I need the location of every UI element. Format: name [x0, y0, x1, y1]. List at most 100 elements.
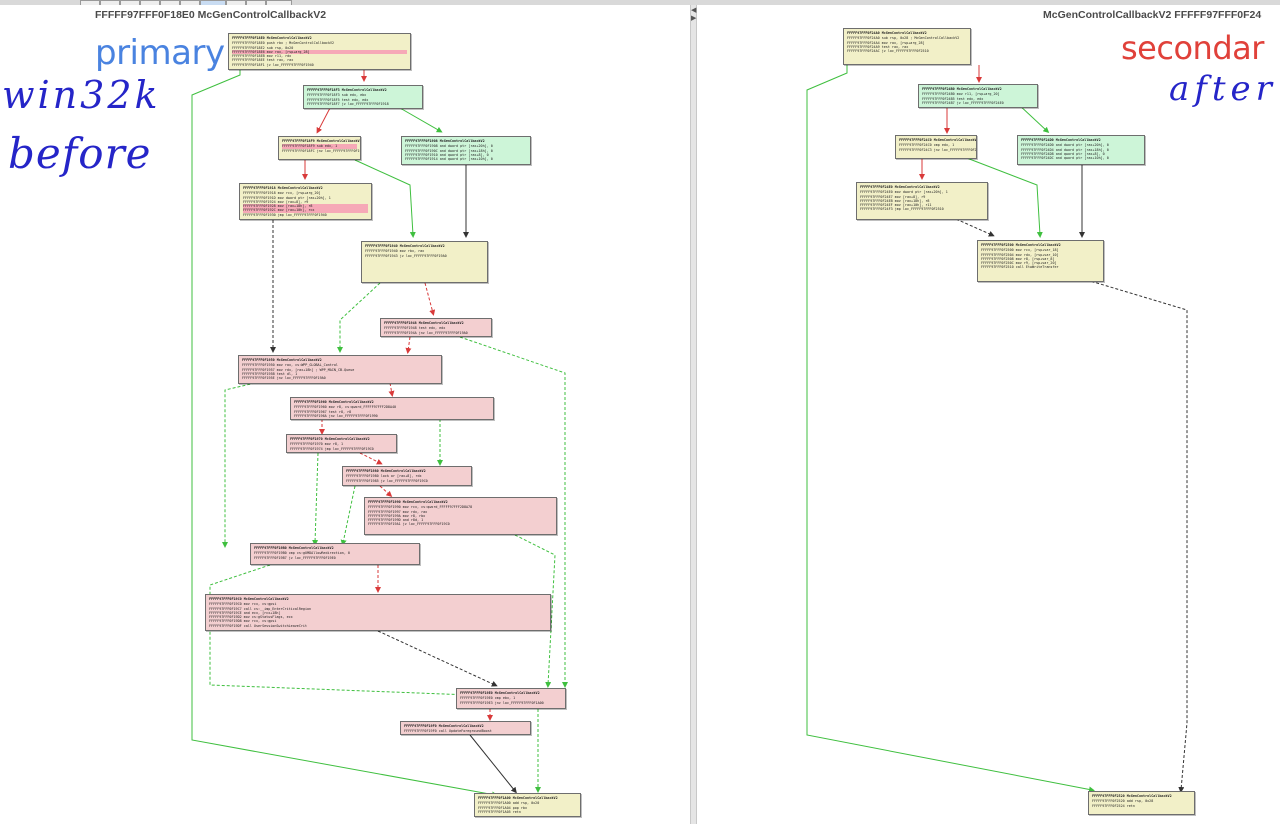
- code-line: FFFFF97FFF0F18F3 sub edx, ebx: [307, 93, 367, 98]
- code-line-changed: FFFFF97FFF0F18F9 sub edx, 1: [282, 144, 357, 149]
- code-block[interactable]: FFFFF97FFF0F1980 McGenControlCallbackV2 …: [342, 466, 472, 486]
- code-line: FFFFF97FFF0F19C7 call cs:__imp_EnterCrit…: [209, 606, 312, 611]
- code-line: FFFFF97FFF0F199D and r8d, 1: [368, 518, 424, 523]
- secondary-pane-title: McGenControlCallbackV2 FFFFF97FFF0F24: [1043, 9, 1262, 21]
- code-block[interactable]: FFFFF97FFF0F18F3 McGenControlCallbackV2 …: [303, 85, 423, 109]
- code-line: FFFFF97FFF0F2510 call EtwWriteTransfer: [981, 265, 1059, 270]
- code-block[interactable]: FFFFF97FFF0F1960 McGenControlCallbackV2 …: [290, 397, 494, 420]
- secondary-graph-pane[interactable]: McGenControlCallbackV2 FFFFF97FFF0F24 FF…: [697, 5, 1280, 824]
- code-line: FFFFF97FFF0F1A05 retn: [478, 809, 521, 814]
- code-block[interactable]: FFFFF97FFF0F24D0 McGenControlCallbackV2 …: [1017, 135, 1145, 165]
- code-line: FFFFF97FFF0F24A4 mov rax, [rsp+arg_28]: [847, 40, 925, 45]
- code-line: FFFFF97FFF0F191D mov dword ptr [rax+20h]…: [243, 195, 331, 200]
- secondary-edges: [806, 65, 1188, 793]
- code-block[interactable]: FFFFF97FFF0F19B0 McGenControlCallbackV2 …: [250, 543, 420, 565]
- code-line: FFFFF97FFF0F1930 jmp loc_FFFFF97FFF0F194…: [243, 212, 327, 217]
- code-line: FFFFF97FFF0F19D8 mov rcx, cs:gpsi: [209, 619, 277, 624]
- code-line-changed: FFFFF97FFF0F192C mov [rax+10h], rcx: [243, 208, 368, 213]
- primary-label: primary: [95, 33, 225, 73]
- block-header: FFFFF97FFF0F1A00 McGenControlCallbackV2: [478, 796, 558, 800]
- code-line: FFFFF97FFF0F1970 mov r8, 1: [290, 442, 344, 447]
- code-line: FFFFF97FFF0F1924 mov [rax+8], r9: [243, 199, 309, 204]
- code-block[interactable]: FFFFF97FFF0F19C0 McGenControlCallbackV2 …: [205, 594, 551, 631]
- code-block[interactable]: FFFFF97FFF0F1948 McGenControlCallbackV2 …: [380, 318, 492, 337]
- code-line: FFFFF97FFF0F194A jnz loc_FFFFF97FFF0F19A…: [384, 330, 468, 335]
- block-header: FFFFF97FFF0F24E0 McGenControlCallbackV2: [860, 185, 940, 189]
- handwritten-note-win32k: win32k: [2, 73, 161, 117]
- code-line: FFFFF97FFF0F24AC jz loc_FFFFF97FFF0F2510: [847, 49, 929, 54]
- code-line: FFFFF97FFF0F1948 test edx, edx: [384, 326, 446, 331]
- code-block[interactable]: FFFFF97FFF0F24B0 McGenControlCallbackV2 …: [918, 84, 1038, 108]
- code-block[interactable]: FFFFF97FFF0F24A0 McGenControlCallbackV2 …: [843, 28, 971, 65]
- code-block[interactable]: FFFFF97FFF0F19E0 McGenControlCallbackV2 …: [456, 688, 566, 709]
- code-block[interactable]: FFFFF97FFF0F1908 McGenControlCallbackV2 …: [401, 136, 531, 165]
- code-line: FFFFF97FFF0F1974 jmp loc_FFFFF97FFF0F19C…: [290, 446, 374, 451]
- code-block[interactable]: FFFFF97FFF0F19F0 McGenControlCallbackV2 …: [400, 721, 531, 735]
- code-block[interactable]: FFFFF97FFF0F24E0 McGenControlCallbackV2 …: [856, 182, 988, 220]
- code-line: FFFFF97FFF0F2520 add rsp, 0x28: [1092, 799, 1154, 804]
- code-block[interactable]: FFFFF97FFF0F18F9 McGenControlCallbackV2 …: [278, 136, 361, 160]
- code-line: FFFFF97FFF0F1918 mov rcx, [rsp+arg_20]: [243, 191, 321, 196]
- block-header: FFFFF97FFF0F1950 McGenControlCallbackV2: [242, 358, 322, 362]
- code-line: FFFFF97FFF0F24B7 jz loc_FFFFF97FFF0F24E0: [922, 100, 1004, 105]
- code-block[interactable]: FFFFF97FFF0F2500 McGenControlCallbackV2 …: [977, 240, 1104, 282]
- code-line: FFFFF97FFF0F1957 mov rdx, [rax+18h] ; WP…: [242, 367, 355, 372]
- block-header: FFFFF97FFF0F1980 McGenControlCallbackV2: [346, 469, 426, 473]
- code-block[interactable]: FFFFF97FFF0F1940 McGenControlCallbackV2 …: [361, 241, 488, 283]
- code-line: FFFFF97FFF0F19E3 jnz loc_FFFFF97FFF0F1A0…: [460, 700, 544, 705]
- code-block[interactable]: FFFFF97FFF0F24C0 McGenControlCallbackV2 …: [895, 135, 977, 159]
- block-header: FFFFF97FFF0F2500 McGenControlCallbackV2: [981, 243, 1061, 247]
- code-line: FFFFF97FFF0F19B0 cmp cs:gUMDAllowRedirec…: [254, 551, 350, 556]
- block-header: FFFFF97FFF0F18F9 McGenControlCallbackV2: [282, 139, 361, 143]
- code-line: FFFFF97FFF0F1940 mov rbx, rax: [365, 249, 425, 254]
- code-line: FFFFF97FFF0F1910 and qword ptr [rax+8], …: [405, 152, 489, 157]
- code-line: FFFFF97FFF0F24EB mov [rax+18h], r8: [860, 198, 930, 203]
- code-line: FFFFF97FFF0F2508 mov r8, [rsp+var_8]: [981, 256, 1055, 261]
- code-line: FFFFF97FFF0F1A04 pop rbx: [478, 805, 527, 810]
- code-line: FFFFF97FFF0F1943 jz loc_FFFFF97FFF0F19A0: [365, 253, 447, 258]
- block-header: FFFFF97FFF0F2520 McGenControlCallbackV2: [1092, 794, 1172, 798]
- block-header: FFFFF97FFF0F19C0 McGenControlCallbackV2: [209, 597, 289, 601]
- primary-graph-pane[interactable]: FFFFF97FFF0F18E0 McGenControlCallbackV2: [0, 5, 690, 824]
- code-line: FFFFF97FFF0F1950 mov rax, cs:WPP_GLOBAL_…: [242, 363, 338, 368]
- handwritten-note-after: after: [1169, 69, 1277, 109]
- code-block[interactable]: FFFFF97FFF0F1990 McGenControlCallbackV2 …: [364, 497, 557, 535]
- code-line: FFFFF97FFF0F24F3 jmp loc_FFFFF97FFF0F251…: [860, 207, 944, 212]
- block-header: FFFFF97FFF0F24D0 McGenControlCallbackV2: [1021, 138, 1101, 142]
- code-block[interactable]: FFFFF97FFF0F1970 McGenControlCallbackV2 …: [286, 434, 397, 453]
- block-header: FFFFF97FFF0F19F0 McGenControlCallbackV2: [404, 724, 484, 728]
- block-header: FFFFF97FFF0F19B0 McGenControlCallbackV2: [254, 546, 334, 550]
- code-line: FFFFF97FFF0F18F7 jz loc_FFFFF97FFF0F1918: [307, 101, 389, 106]
- code-line: FFFFF97FFF0F250C mov r9, [rsp+var_20]: [981, 261, 1057, 266]
- code-line: FFFFF97FFF0F18EB mov r11, rdx: [232, 54, 292, 59]
- code-line: FFFFF97FFF0F195E jnz loc_FFFFF97FFF0F19A…: [242, 376, 326, 381]
- code-line: FFFFF97FFF0F18FC jnz loc_FFFFF97FFF0F194…: [282, 148, 361, 153]
- code-line: FFFFF97FFF0F2500 mov rcx, [rsp+var_18]: [981, 248, 1059, 253]
- code-line: FFFFF97FFF0F24B5 test edx, edx: [922, 96, 984, 101]
- block-header: FFFFF97FFF0F19E0 McGenControlCallbackV2: [460, 691, 540, 695]
- block-header: FFFFF97FFF0F1960 McGenControlCallbackV2: [294, 400, 374, 404]
- block-header: FFFFF97FFF0F18E0 McGenControlCallbackV2: [232, 36, 312, 40]
- code-line: FFFFF97FFF0F24D4 and dword ptr [rax+18h]…: [1021, 147, 1109, 152]
- code-block[interactable]: FFFFF97FFF0F1950 McGenControlCallbackV2 …: [238, 355, 442, 384]
- code-block[interactable]: FFFFF97FFF0F1A00 McGenControlCallbackV2 …: [474, 793, 581, 817]
- code-block[interactable]: FFFFF97FFF0F2520 McGenControlCallbackV2 …: [1088, 791, 1195, 815]
- code-line-changed: FFFFF97FFF0F1928 mov [rax+18h], r8: [243, 204, 368, 209]
- code-line: FFFFF97FFF0F1A00 add rsp, 0x20: [478, 801, 540, 806]
- code-line: FFFFF97FFF0F18E2 sub rsp, 0x20: [232, 45, 294, 50]
- code-line: FFFFF97FFF0F196A jnz loc_FFFFF97FFF0F199…: [294, 413, 378, 418]
- code-line: FFFFF97FFF0F19C0 mov rcx, cs:gpsi: [209, 602, 277, 607]
- code-block[interactable]: FFFFF97FFF0F1918 McGenControlCallbackV2 …: [239, 183, 372, 220]
- block-header: FFFFF97FFF0F1948 McGenControlCallbackV2: [384, 321, 464, 325]
- collapse-left-icon[interactable]: ◀: [691, 6, 697, 14]
- code-line: FFFFF97FFF0F19F0 call UpdateForegroundBo…: [404, 729, 492, 734]
- pane-splitter[interactable]: ◀ ▶: [690, 5, 697, 824]
- secondary-label: secondar: [1121, 29, 1264, 67]
- code-line: FFFFF97FFF0F1997 mov rdx, rax: [368, 509, 428, 514]
- block-header: FFFFF97FFF0F18F3 McGenControlCallbackV2: [307, 88, 387, 92]
- block-header: FFFFF97FFF0F1940 McGenControlCallbackV2: [365, 244, 445, 248]
- code-line: FFFFF97FFF0F18F5 test edx, edx: [307, 97, 369, 102]
- collapse-right-icon[interactable]: ▶: [691, 14, 697, 22]
- code-block[interactable]: FFFFF97FFF0F18E0 McGenControlCallbackV2 …: [228, 33, 411, 70]
- block-header: FFFFF97FFF0F1990 McGenControlCallbackV2: [368, 500, 448, 504]
